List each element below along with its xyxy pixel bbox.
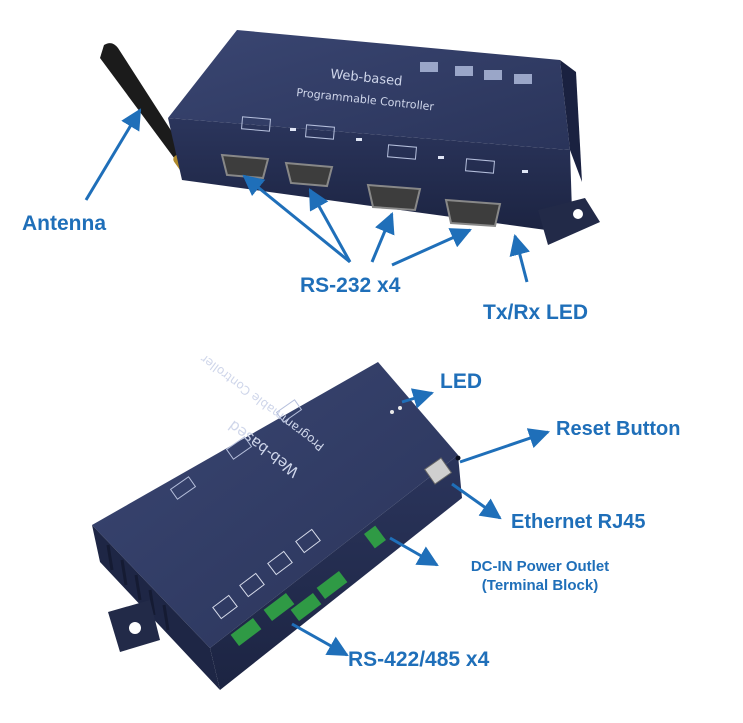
dc-in-label-line1: DC-IN Power Outlet [470,558,610,575]
antenna-arrow [84,108,142,201]
reset-hole [455,455,461,461]
rs232-port-1 [220,153,270,180]
rs422-arrow [291,622,349,657]
bottom-device: Web-based Programmable Controller [92,352,462,690]
dc-in-label: DC-IN Power Outlet (Terminal Block) [440,557,640,595]
antenna-label: Antenna [22,212,106,235]
bottom-device-front-face [210,455,462,690]
rs232-arrow-1 [242,174,351,264]
dc-in-terminal [363,525,387,549]
led-label: LED [440,370,482,393]
rj45-port [423,457,453,485]
rs232-arrow-2 [308,188,352,263]
rs232-port-3 [366,183,422,212]
rs232-port-2 [284,161,334,188]
ethernet-label: Ethernet RJ45 [511,511,646,533]
txrx-led-label: Tx/Rx LED [483,301,589,324]
dc-in-label-line2: (Terminal Block) [481,577,599,594]
reset-button-label: Reset Button [556,418,681,440]
top-device: Web-based Programmable Controller [100,30,600,245]
ethernet-arrow [451,482,502,520]
dcin-arrow [389,536,439,567]
rs232-label: RS-232 x4 [300,274,401,297]
callout-arrows [84,108,550,657]
rs232-arrow-4 [391,228,472,267]
top-device-top-face [168,30,570,150]
rs232-arrow-3 [370,212,395,263]
led-arrow [401,388,435,409]
bottom-device-top-face [92,362,458,648]
rs422-terminal-blocks [230,570,348,647]
reset-arrow [459,428,550,464]
txrx-arrow [509,233,530,283]
rs232-port-4 [444,198,502,228]
rs422-label: RS-422/485 x4 [348,648,490,671]
